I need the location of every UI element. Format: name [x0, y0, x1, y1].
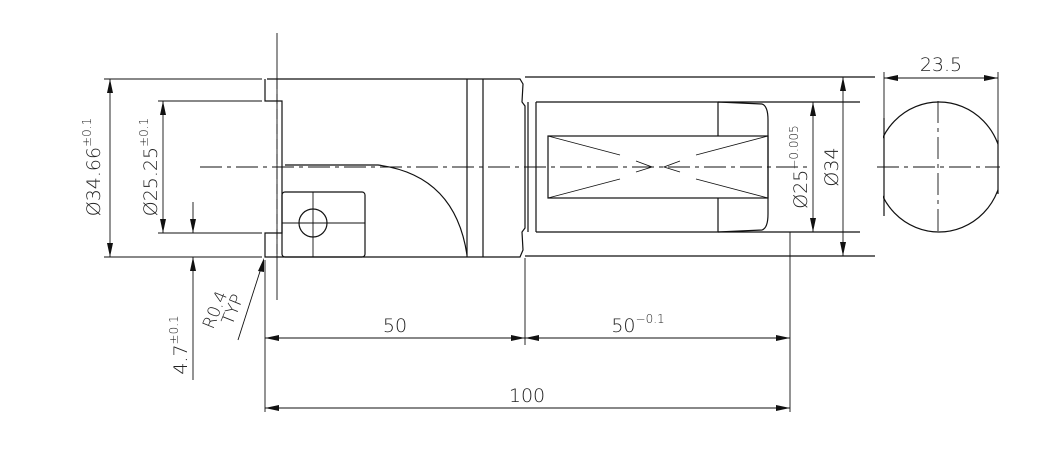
dim-length-front: 50 [383, 315, 407, 337]
dim-bore-diameter-value: Ø25.25 [140, 147, 162, 216]
svg-text:Ø25.25±0.1: Ø25.25±0.1 [137, 118, 162, 217]
dim-length-total: 100 [509, 385, 545, 407]
svg-text:Ø34.66±0.1: Ø34.66±0.1 [80, 118, 105, 217]
dim-shank-outer: Ø34 [821, 77, 846, 256]
dim-shank-bore-value: Ø25 [790, 170, 812, 209]
dim-bore-diameter: Ø25.25±0.1 [137, 100, 262, 234]
dim-outer-diameter: Ø34.66±0.1 [80, 78, 262, 258]
insert-pocket [281, 191, 366, 258]
dim-length-shank-value: 50 [611, 315, 635, 337]
dim-step-height-tol: ±0.1 [167, 315, 181, 344]
svg-text:Ø25−0.005: Ø25−0.005 [787, 125, 812, 209]
dim-shank-outer-value: Ø34 [821, 147, 843, 186]
dim-outer-diameter-value: Ø34.66 [83, 147, 105, 216]
dim-flat-width: 23.5 [920, 54, 962, 76]
end-view: 23.5 [877, 54, 1000, 233]
dim-bore-diameter-tol: ±0.1 [137, 118, 151, 147]
part-front-view [264, 76, 875, 258]
dim-lengths: 50 50−0.1 100 [264, 232, 791, 412]
dim-outer-diameter-tol: ±0.1 [80, 118, 94, 147]
dim-shank-bore: Ø25−0.005 [787, 102, 816, 232]
svg-text:4.7±0.1: 4.7±0.1 [167, 315, 192, 374]
dim-length-shank-tol: −0.1 [636, 312, 665, 326]
radius-note: R0.4 TYP [199, 258, 264, 341]
dim-step-height-value: 4.7 [170, 344, 192, 374]
dim-shank-bore-tol: −0.005 [787, 125, 801, 169]
svg-text:50−0.1: 50−0.1 [611, 312, 664, 337]
dim-step-height: 4.7±0.1 [167, 202, 262, 380]
